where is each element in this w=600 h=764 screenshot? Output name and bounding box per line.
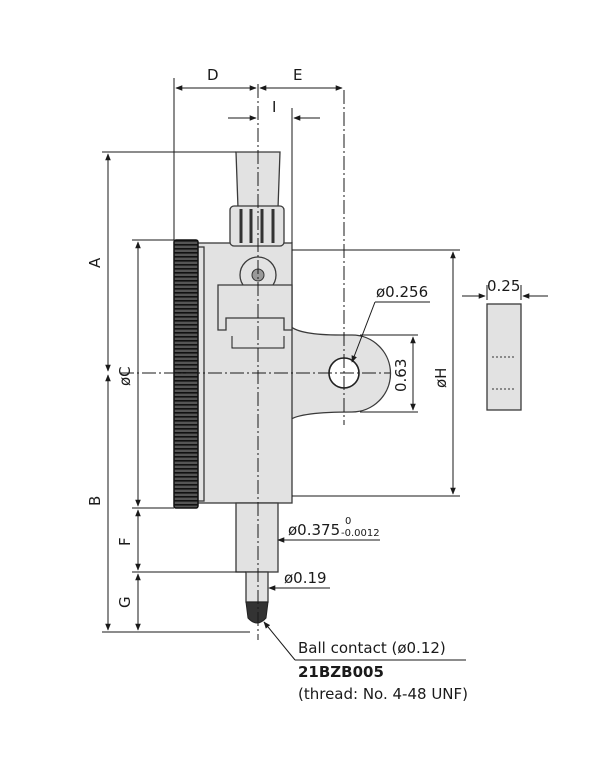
label-stem-tol-lower: -0.0012 [341,528,380,539]
indicator-body [173,151,392,624]
extension-lines [102,78,522,633]
dimension-lines [105,85,548,661]
label-lug-center: 0.63 [392,359,410,392]
labels: D E I A øC B F G øH 0.63 ø0.256 0.25 ø0.… [86,66,520,703]
label-spindle-dia: ø0.19 [284,569,327,587]
center-lines [120,84,390,640]
lug-side-view [486,303,522,411]
label-D: D [207,66,219,84]
knurled-nut [229,205,285,247]
label-I: I [272,98,276,116]
label-lug-thickness: 0.25 [487,277,520,295]
spindle [245,571,269,603]
knurled-bezel-ring [173,239,199,509]
label-A: A [86,257,104,268]
label-G: G [116,596,134,608]
note-thread: (thread: No. 4-48 UNF) [298,685,468,703]
label-stem-tol-upper: 0 [345,516,351,527]
note-part-number: 21BZB005 [298,663,384,681]
label-B: B [86,496,104,506]
nut-ridges [239,209,275,243]
note-ball-contact: Ball contact (ø0.12) [298,639,446,657]
label-E: E [293,66,302,84]
label-F: F [116,537,134,546]
label-stem-dia: ø0.375 [288,521,340,539]
label-H: øH [432,368,450,388]
label-lug-hole: ø0.256 [376,283,428,301]
contact-point [245,601,269,624]
bracket [217,284,293,331]
label-C: øC [116,366,134,386]
stem [235,502,279,573]
